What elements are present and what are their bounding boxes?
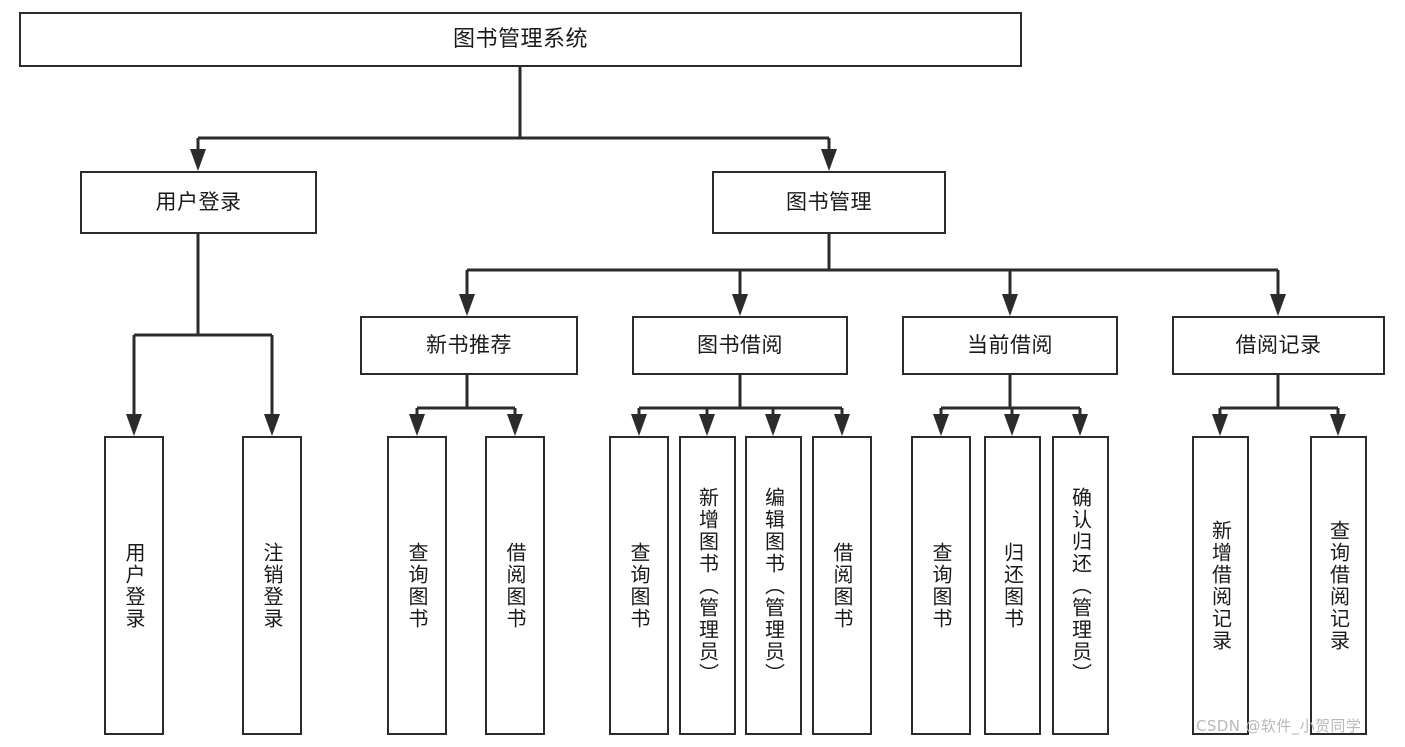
conn-book-borrow-arrowhead-2 — [765, 414, 781, 436]
node-book-borrow[interactable]: 图书借阅 — [632, 316, 848, 375]
node-leaf-record-add[interactable]: 新增借阅记录 — [1192, 436, 1249, 735]
node-label-leaf-user-login: 用户登录 — [122, 541, 146, 630]
node-label-leaf-rec-query-book: 查询图书 — [405, 541, 429, 630]
node-borrow-record[interactable]: 借阅记录 — [1172, 316, 1385, 375]
node-leaf-current-return-book[interactable]: 归还图书 — [984, 436, 1041, 735]
node-label-leaf-user-logout: 注销登录 — [260, 541, 284, 630]
node-leaf-user-login[interactable]: 用户登录 — [104, 436, 164, 735]
conn-user-login-arrowhead-0 — [126, 414, 142, 436]
node-label-book-manage: 图书管理 — [786, 190, 872, 215]
node-label-leaf-borrow-edit-book: 编辑图书（管理员） — [761, 486, 786, 685]
node-label-leaf-current-return-book: 归还图书 — [1000, 541, 1025, 630]
node-label-root: 图书管理系统 — [452, 26, 588, 52]
conn-new-book-rec-arrowhead-0 — [409, 414, 425, 436]
conn-borrow-record-arrowhead-1 — [1330, 414, 1346, 436]
node-label-leaf-record-query: 查询借阅记录 — [1326, 519, 1351, 652]
node-leaf-rec-borrow-book[interactable]: 借阅图书 — [485, 436, 545, 735]
node-book-manage[interactable]: 图书管理 — [712, 171, 946, 234]
node-leaf-borrow-add-book[interactable]: 新增图书（管理员） — [679, 436, 736, 735]
node-leaf-user-logout[interactable]: 注销登录 — [242, 436, 302, 735]
node-label-leaf-borrow-lend-book: 借阅图书 — [830, 541, 854, 630]
node-label-leaf-current-confirm-return: 确认归还（管理员） — [1068, 486, 1093, 685]
conn-current-borrow-arrowhead-2 — [1072, 414, 1088, 436]
node-root[interactable]: 图书管理系统 — [19, 12, 1022, 67]
conn-borrow-record-arrowhead-0 — [1212, 414, 1228, 436]
node-label-current-borrow: 当前借阅 — [967, 333, 1053, 358]
node-leaf-record-query[interactable]: 查询借阅记录 — [1310, 436, 1367, 735]
conn-book-borrow-arrowhead-1 — [699, 414, 715, 436]
node-label-leaf-borrow-add-book: 新增图书（管理员） — [695, 486, 720, 685]
node-label-leaf-borrow-query-book: 查询图书 — [627, 541, 651, 630]
node-leaf-current-query-book[interactable]: 查询图书 — [911, 436, 971, 735]
conn-root-arrowhead-0 — [190, 149, 206, 171]
node-label-leaf-current-query-book: 查询图书 — [929, 541, 953, 630]
node-label-book-borrow: 图书借阅 — [697, 333, 783, 358]
conn-book-borrow-arrowhead-3 — [834, 414, 850, 436]
node-new-book-rec[interactable]: 新书推荐 — [360, 316, 578, 375]
node-leaf-rec-query-book[interactable]: 查询图书 — [387, 436, 447, 735]
node-leaf-borrow-lend-book[interactable]: 借阅图书 — [812, 436, 872, 735]
node-leaf-borrow-query-book[interactable]: 查询图书 — [609, 436, 669, 735]
node-leaf-borrow-edit-book[interactable]: 编辑图书（管理员） — [745, 436, 802, 735]
node-label-user-login: 用户登录 — [155, 190, 242, 215]
node-label-new-book-rec: 新书推荐 — [426, 333, 512, 358]
conn-book-manage-arrowhead-1 — [732, 294, 748, 316]
conn-book-manage-arrowhead-0 — [459, 294, 475, 316]
conn-user-login-arrowhead-1 — [264, 414, 280, 436]
conn-current-borrow-arrowhead-0 — [933, 414, 949, 436]
node-leaf-current-confirm-return[interactable]: 确认归还（管理员） — [1052, 436, 1109, 735]
node-label-leaf-record-add: 新增借阅记录 — [1208, 519, 1233, 652]
node-current-borrow[interactable]: 当前借阅 — [902, 316, 1118, 375]
node-label-leaf-rec-borrow-book: 借阅图书 — [503, 541, 527, 630]
conn-root-arrowhead-1 — [821, 149, 837, 171]
conn-book-manage-arrowhead-3 — [1270, 294, 1286, 316]
conn-new-book-rec-arrowhead-1 — [507, 414, 523, 436]
conn-book-manage-arrowhead-2 — [1002, 294, 1018, 316]
conn-book-borrow-arrowhead-0 — [631, 414, 647, 436]
node-label-borrow-record: 借阅记录 — [1235, 333, 1322, 358]
conn-current-borrow-arrowhead-1 — [1004, 414, 1020, 436]
node-user-login[interactable]: 用户登录 — [80, 171, 317, 234]
